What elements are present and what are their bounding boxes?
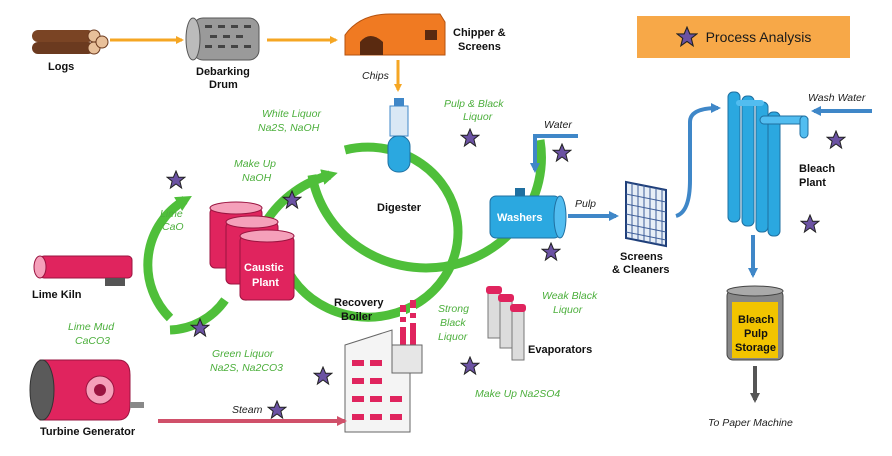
paper-machine-label: To Paper Machine bbox=[708, 417, 793, 429]
debarking-label-2: Drum bbox=[209, 79, 238, 91]
strong-label-2: Black bbox=[440, 317, 466, 329]
lime-kiln-icon bbox=[33, 255, 133, 286]
strong-label-1: Strong bbox=[438, 303, 469, 315]
digester-icon bbox=[387, 98, 411, 173]
wash-water-label: Wash Water bbox=[808, 92, 866, 104]
legend-label: Process Analysis bbox=[705, 29, 812, 45]
water-label: Water bbox=[544, 119, 572, 131]
chipper-label-2: Screens bbox=[458, 41, 501, 53]
star-icon bbox=[460, 128, 480, 147]
star-icon bbox=[552, 143, 572, 162]
star-icon bbox=[675, 26, 698, 48]
turbine-label: Turbine Generator bbox=[40, 426, 136, 438]
digester-label: Digester bbox=[377, 202, 422, 214]
weak-label-2: Liquor bbox=[553, 304, 583, 316]
screens-to-bleach-arrow bbox=[675, 103, 721, 218]
storage-label-1: Bleach bbox=[738, 314, 774, 326]
makeup-na2so4-label: Make Up Na2SO4 bbox=[475, 388, 560, 400]
logs-icon bbox=[32, 29, 109, 55]
lime-mud-label-2: CaCO3 bbox=[75, 335, 110, 347]
lime-label-1: Lime bbox=[160, 208, 183, 220]
star-icon bbox=[800, 214, 820, 233]
logs-label: Logs bbox=[48, 61, 74, 73]
caustic-label-1: Caustic bbox=[244, 262, 284, 274]
lime-label-2: CaO bbox=[162, 221, 184, 233]
recovery-label-2: Boiler bbox=[341, 311, 373, 323]
debarking-label-1: Debarking bbox=[196, 66, 250, 78]
lime-kiln-label: Lime Kiln bbox=[32, 289, 82, 301]
lime-mud-label-1: Lime Mud bbox=[68, 321, 115, 333]
bleach-label-2: Plant bbox=[799, 177, 826, 189]
star-icon bbox=[460, 356, 480, 375]
green-liquor-label-1: Green Liquor bbox=[212, 348, 274, 360]
storage-label-3: Storage bbox=[735, 342, 776, 354]
washers-icon bbox=[489, 188, 567, 239]
star-icon bbox=[313, 366, 333, 385]
pulp-black-label-1: Pulp & Black bbox=[444, 98, 504, 110]
chips-label: Chips bbox=[362, 70, 390, 82]
star-icon bbox=[166, 170, 186, 189]
bleach-plant-icon bbox=[727, 91, 809, 237]
recovery-boiler-icon bbox=[344, 300, 423, 433]
water-arrow bbox=[530, 134, 578, 173]
evaporators-icon bbox=[486, 286, 526, 361]
washers-label: Washers bbox=[497, 212, 542, 224]
white-liquor-label-1: White Liquor bbox=[262, 108, 321, 120]
caustic-plant-icon bbox=[209, 201, 295, 301]
green-liquor-label-2: Na2S, Na2CO3 bbox=[210, 362, 283, 374]
turbine-generator-icon bbox=[29, 359, 144, 421]
storage-label-2: Pulp bbox=[744, 328, 768, 340]
caustic-label-2: Plant bbox=[252, 277, 279, 289]
evaporators-label: Evaporators bbox=[528, 344, 592, 356]
screens-label-1: Screens bbox=[620, 251, 663, 263]
star-icon bbox=[826, 130, 846, 149]
process-analysis-legend: Process Analysis bbox=[637, 16, 850, 58]
white-liquor-label-2: Na2S, NaOH bbox=[258, 122, 320, 134]
debarking-drum-icon bbox=[185, 17, 260, 61]
storage-tank-icon bbox=[726, 285, 784, 361]
weak-label-1: Weak Black bbox=[542, 290, 598, 302]
pulp-label: Pulp bbox=[575, 198, 596, 210]
pulp-black-label-2: Liquor bbox=[463, 111, 493, 123]
strong-label-3: Liquor bbox=[438, 331, 468, 343]
screens-label-2: & Cleaners bbox=[612, 264, 669, 276]
makeup-label-1: Make Up bbox=[234, 158, 276, 170]
chipper-icon bbox=[344, 13, 446, 56]
bleach-label-1: Bleach bbox=[799, 163, 835, 175]
steam-label: Steam bbox=[232, 404, 263, 416]
chipper-label-1: Chipper & bbox=[453, 27, 506, 39]
recovery-label-1: Recovery bbox=[334, 297, 384, 309]
screens-icon bbox=[625, 180, 667, 248]
makeup-label-2: NaOH bbox=[242, 172, 272, 184]
star-icon bbox=[541, 242, 561, 261]
star-icon bbox=[267, 400, 287, 419]
